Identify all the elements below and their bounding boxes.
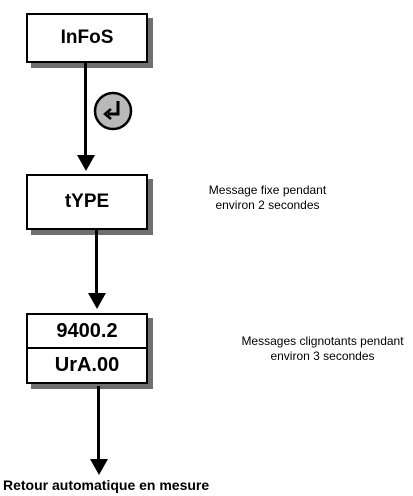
connector-line-1 bbox=[84, 61, 87, 156]
blinking-message-note: Messages clignotants pendant environ 3 s… bbox=[235, 334, 410, 364]
infos-box: InFoS bbox=[26, 13, 148, 63]
blink-note-line-2: environ 3 secondes bbox=[270, 349, 375, 363]
enter-key-icon bbox=[93, 91, 133, 131]
fixed-note-line-1: Message fixe pendant bbox=[208, 183, 327, 197]
fixed-message-note: Message fixe pendant environ 2 secondes bbox=[190, 183, 345, 213]
arrowhead-1 bbox=[77, 155, 95, 171]
connector-line-2 bbox=[95, 228, 98, 293]
type-box: tYPE bbox=[26, 174, 148, 230]
version-box: UrA.00 bbox=[26, 347, 148, 384]
arrowhead-2 bbox=[88, 293, 106, 309]
arrowhead-3 bbox=[90, 459, 108, 475]
fixed-note-line-2: environ 2 secondes bbox=[215, 198, 320, 212]
value-label: 9400.2 bbox=[56, 320, 118, 342]
version-label: UrA.00 bbox=[54, 354, 120, 376]
value-box: 9400.2 bbox=[26, 313, 148, 350]
blink-note-line-1: Messages clignotants pendant bbox=[241, 334, 404, 348]
infos-label: InFoS bbox=[60, 27, 114, 48]
return-to-measure-text: Retour automatique en mesure bbox=[3, 477, 210, 493]
connector-line-3 bbox=[97, 386, 100, 462]
type-label: tYPE bbox=[64, 191, 110, 212]
